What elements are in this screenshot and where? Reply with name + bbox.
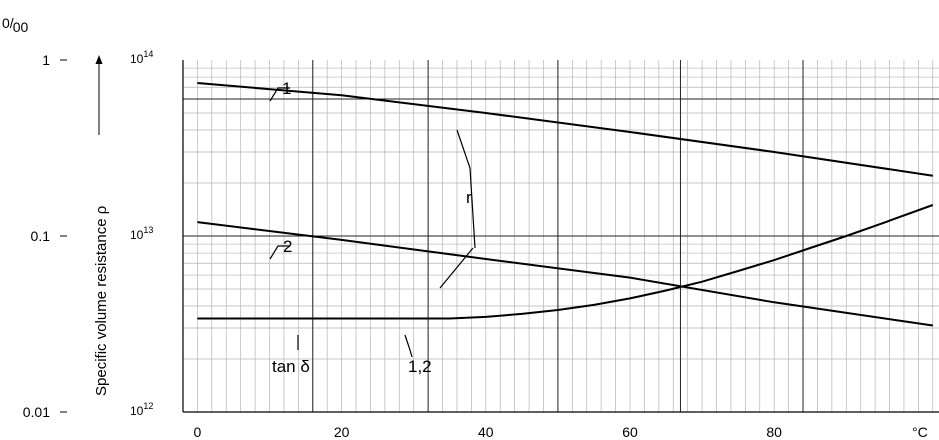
callout-leaders <box>269 87 476 358</box>
series-lines <box>197 82 934 327</box>
y-tick-label: 1014 <box>130 49 153 66</box>
x-tick-label: 20 <box>334 424 350 440</box>
leader-r-lower <box>439 247 474 289</box>
x-tick-label: 0 <box>194 424 202 440</box>
y2-tick-label: 0.1 <box>31 228 51 244</box>
y-tick-label: 1012 <box>130 401 153 418</box>
series-line-1 <box>197 82 933 177</box>
curve-label-tan-delta: tan δ <box>272 357 310 376</box>
curve-label-2: 2 <box>283 237 292 256</box>
y-axis-arrow <box>95 55 103 135</box>
y2-tick-label: 1 <box>42 52 50 68</box>
y-axis-title: Specific volume resistance ρ <box>93 206 110 396</box>
y-tick-label: 1013 <box>130 225 153 242</box>
axes: 0 20 40 60 80 1012 1013 1014 0.01 0.1 1 <box>23 49 939 440</box>
x-tick-label: 80 <box>766 424 782 440</box>
leader-2 <box>269 245 290 260</box>
y2-tick-label: 0.01 <box>23 404 50 420</box>
y-axis-title-group: Specific volume resistance ρ <box>93 206 110 396</box>
series-line-2 <box>197 221 933 327</box>
leader-r-upper <box>456 129 476 249</box>
series-line-3 <box>197 204 934 320</box>
x-axis-unit: °C <box>912 424 928 440</box>
curve-label-1: 1 <box>282 79 291 98</box>
x-tick-label: 60 <box>622 424 638 440</box>
leader-12 <box>404 334 413 358</box>
x-tick-label: 40 <box>478 424 494 440</box>
curve-label-r: r <box>466 188 472 207</box>
secondary-axis-unit: 0/00 <box>2 15 28 35</box>
curve-label-1-2: 1,2 <box>408 357 432 376</box>
leader-1 <box>269 87 290 102</box>
